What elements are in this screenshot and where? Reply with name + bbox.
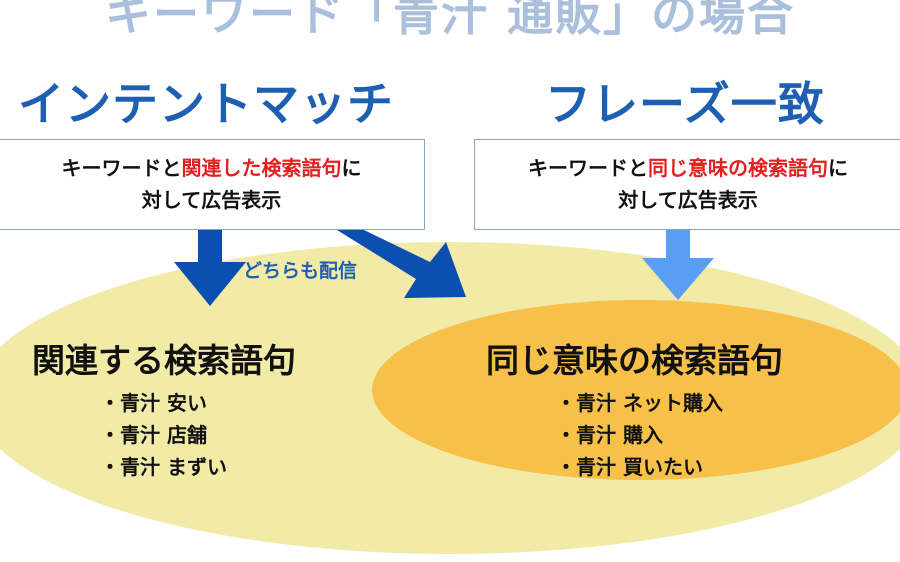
phrase-description-prefix: キーワードと xyxy=(528,156,648,180)
intent-description-highlight: 関連した検索語句 xyxy=(181,156,342,180)
list-item: 青汁 店舗 xyxy=(100,419,227,451)
related-terms-list: 青汁 安い 青汁 店舗 青汁 まずい xyxy=(100,387,227,483)
both-delivery-label: どちらも配信 xyxy=(243,260,358,282)
same-meaning-terms-title: 同じ意味の検索語句 xyxy=(486,341,783,380)
phrase-description-line1: キーワードと同じ意味の検索語句に xyxy=(475,152,900,184)
intent-description-suffix: に xyxy=(341,156,362,180)
phrase-description-highlight: 同じ意味の検索語句 xyxy=(648,156,828,180)
phrase-description-line2: 対して広告表示 xyxy=(618,188,758,212)
intent-diagonal-arrow xyxy=(337,230,466,298)
list-item: 青汁 購入 xyxy=(556,419,723,451)
page-title: キーワード「青汁 通販」の場合 xyxy=(104,0,795,41)
list-item: 青汁 買いたい xyxy=(556,451,723,483)
list-item: 青汁 ネット購入 xyxy=(556,387,723,419)
intent-description-line2: 対して広告表示 xyxy=(141,188,282,212)
phrase-down-arrow xyxy=(642,230,714,300)
phrase-description-box: キーワードと同じ意味の検索語句に 対して広告表示 xyxy=(474,139,900,230)
intent-description-box: キーワードと関連した検索語句に 対して広告表示 xyxy=(0,139,425,230)
phrase-description-suffix: に xyxy=(828,156,848,180)
list-item: 青汁 安い xyxy=(100,387,227,419)
related-terms-title: 関連する検索語句 xyxy=(32,341,296,380)
intent-match-heading: インテントマッチ xyxy=(18,77,394,131)
list-item: 青汁 まずい xyxy=(100,451,227,483)
intent-description-line1: キーワードと関連した検索語句に xyxy=(0,152,424,184)
phrase-match-heading: フレーズ一致 xyxy=(545,77,825,131)
intent-description-prefix: キーワードと xyxy=(61,156,182,180)
same-meaning-terms-list: 青汁 ネット購入 青汁 購入 青汁 買いたい xyxy=(556,387,723,483)
intent-down-arrow xyxy=(174,230,246,306)
